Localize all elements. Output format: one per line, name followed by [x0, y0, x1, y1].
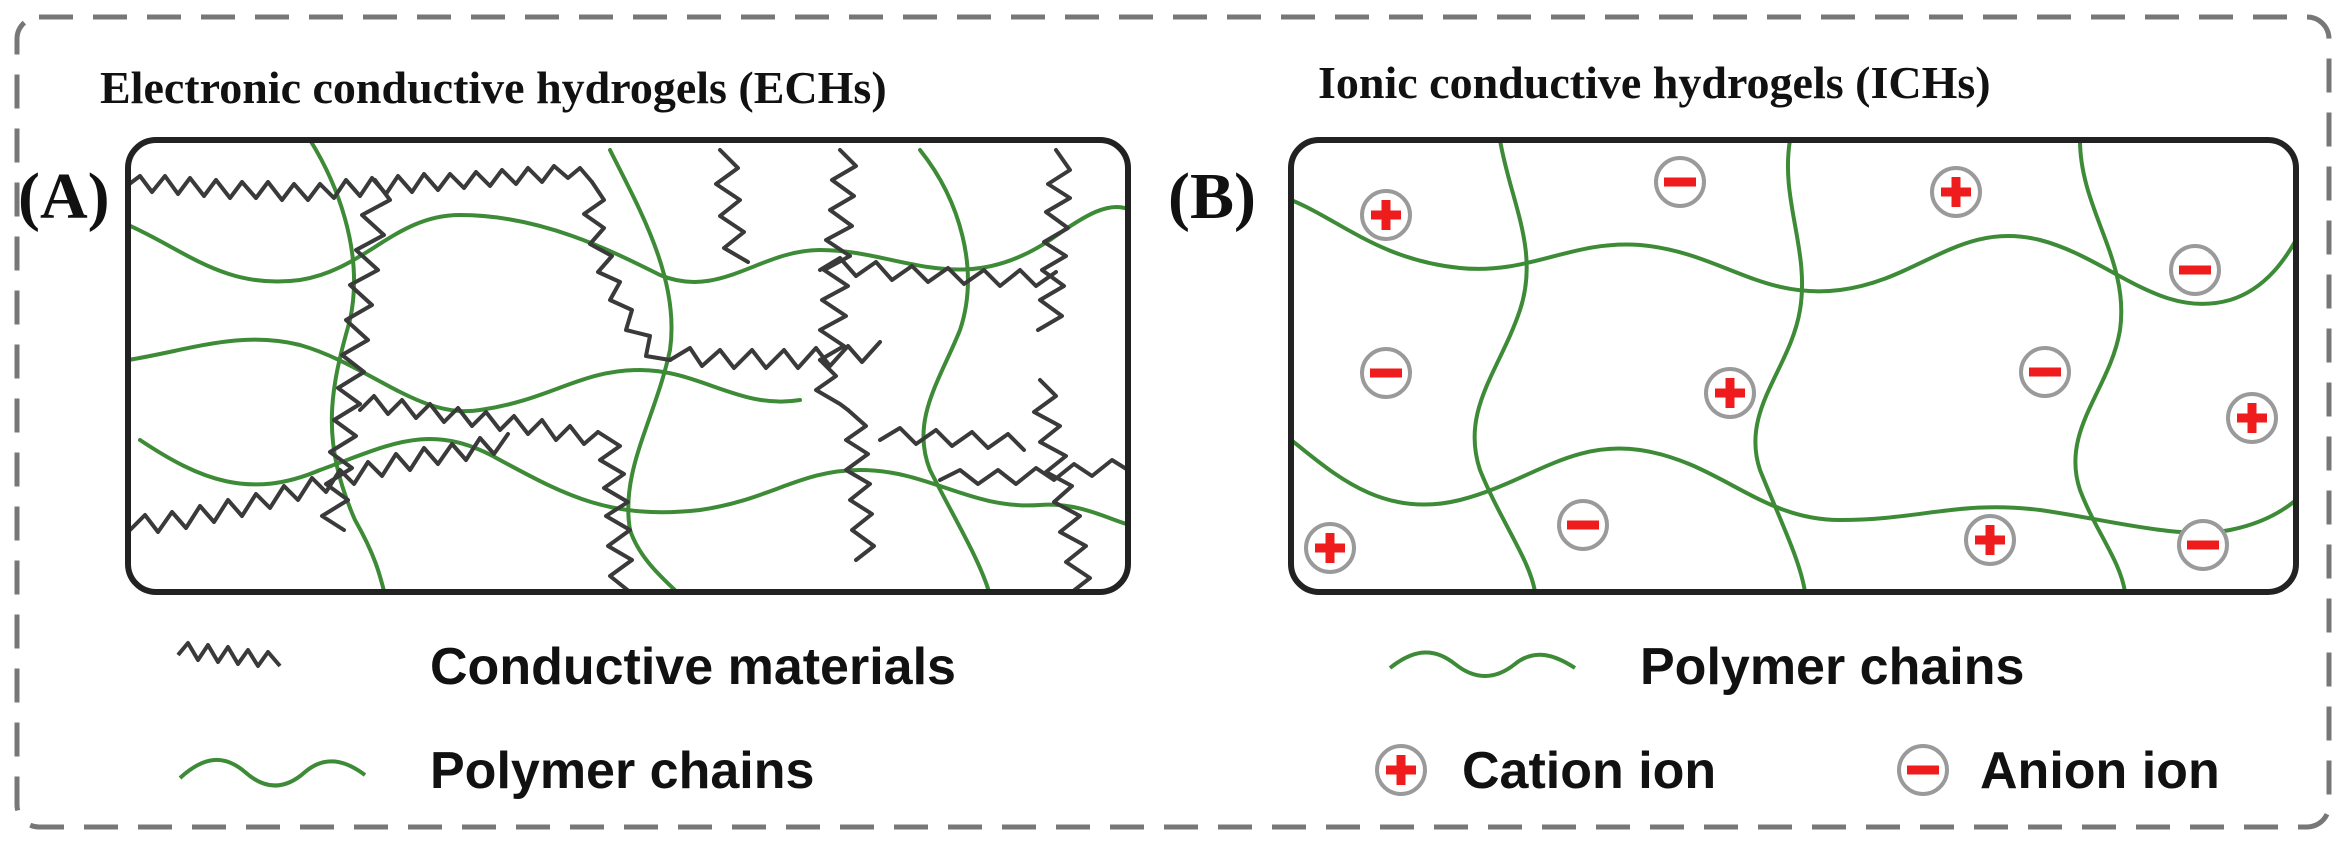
ech-polymer-chains — [128, 140, 1128, 592]
polymer-chain — [1291, 438, 2296, 535]
anion-ion — [2177, 519, 2229, 571]
legend-polymer-chains-ech: Polymer chains — [430, 742, 814, 800]
panel-ech-box — [125, 137, 1131, 595]
ech-network — [128, 140, 1128, 592]
anion-ion — [1360, 347, 1412, 399]
panel-ich-box — [1288, 137, 2299, 595]
panel-ich-label: (B) — [1168, 160, 1256, 233]
conductive-material — [818, 148, 858, 362]
anion-ion-swatch — [1897, 744, 1949, 796]
cation-ion-swatch — [1375, 744, 1427, 796]
panel-ech-label: (A) — [18, 160, 110, 233]
conductive-material — [320, 178, 392, 532]
ich-ions — [1304, 156, 2278, 574]
conductive-material-swatch — [176, 641, 282, 668]
cation-ion — [1930, 166, 1982, 218]
ich-legend: Polymer chains Cation ion Anion ion — [1375, 638, 2220, 800]
anion-ion — [2169, 244, 2221, 296]
panel-ich-title: Ionic conductive hydrogels (ICHs) — [1318, 57, 1991, 108]
panel-ech: Electronic conductive hydrogels (ECHs) (… — [18, 62, 1131, 800]
panel-ech-title: Electronic conductive hydrogels (ECHs) — [100, 62, 887, 113]
legend-anion-ion: Anion ion — [1980, 742, 2220, 800]
anion-ion — [2019, 346, 2071, 398]
polymer-chain — [1291, 198, 2296, 306]
anion-ion — [1654, 156, 1706, 208]
polymer-chain-swatch — [178, 757, 367, 788]
conductive-material — [596, 430, 634, 592]
conductive-material — [1036, 148, 1072, 332]
polymer-chain — [608, 148, 682, 592]
polymer-chain — [138, 437, 1128, 527]
conductive-material — [128, 164, 594, 202]
polymer-chain — [128, 337, 802, 414]
conductive-material — [1032, 378, 1092, 592]
polymer-chain-swatch — [1388, 650, 1577, 678]
polymer-chain — [308, 140, 387, 592]
polymer-chain — [918, 148, 992, 592]
cation-ion — [2226, 392, 2278, 444]
polymer-chain — [2073, 140, 2127, 592]
cation-ion — [1704, 367, 1756, 419]
polymer-chain — [128, 204, 1128, 284]
conductive-material — [938, 458, 1128, 486]
conductive-material — [878, 426, 1026, 452]
polymer-chain — [1753, 140, 1807, 592]
legend-polymer-chains-ich: Polymer chains — [1640, 638, 2024, 696]
conductive-material — [814, 358, 850, 412]
conductive-material — [714, 148, 750, 264]
ech-legend: Conductive materials Polymer chains — [176, 638, 956, 800]
ech-conductive-materials — [128, 148, 1128, 592]
polymer-chain — [1472, 140, 1537, 592]
conductive-material — [818, 256, 1058, 288]
conductive-material — [668, 340, 882, 370]
conductive-material — [844, 408, 876, 562]
anion-ion — [1557, 499, 1609, 551]
conductive-material — [128, 432, 510, 534]
cation-ion — [1964, 514, 2016, 566]
legend-conductive-materials: Conductive materials — [430, 638, 956, 696]
cation-ion — [1304, 522, 1356, 574]
cation-ion — [1360, 189, 1412, 241]
outer-dashed-frame — [14, 14, 2332, 830]
conductive-material — [582, 180, 672, 362]
ich-polymer-chains — [1291, 140, 2296, 592]
legend-cation-ion: Cation ion — [1462, 742, 1716, 800]
panel-ich: Ionic conductive hydrogels (ICHs) (B) — [1168, 57, 2299, 800]
conductive-material — [358, 394, 600, 446]
